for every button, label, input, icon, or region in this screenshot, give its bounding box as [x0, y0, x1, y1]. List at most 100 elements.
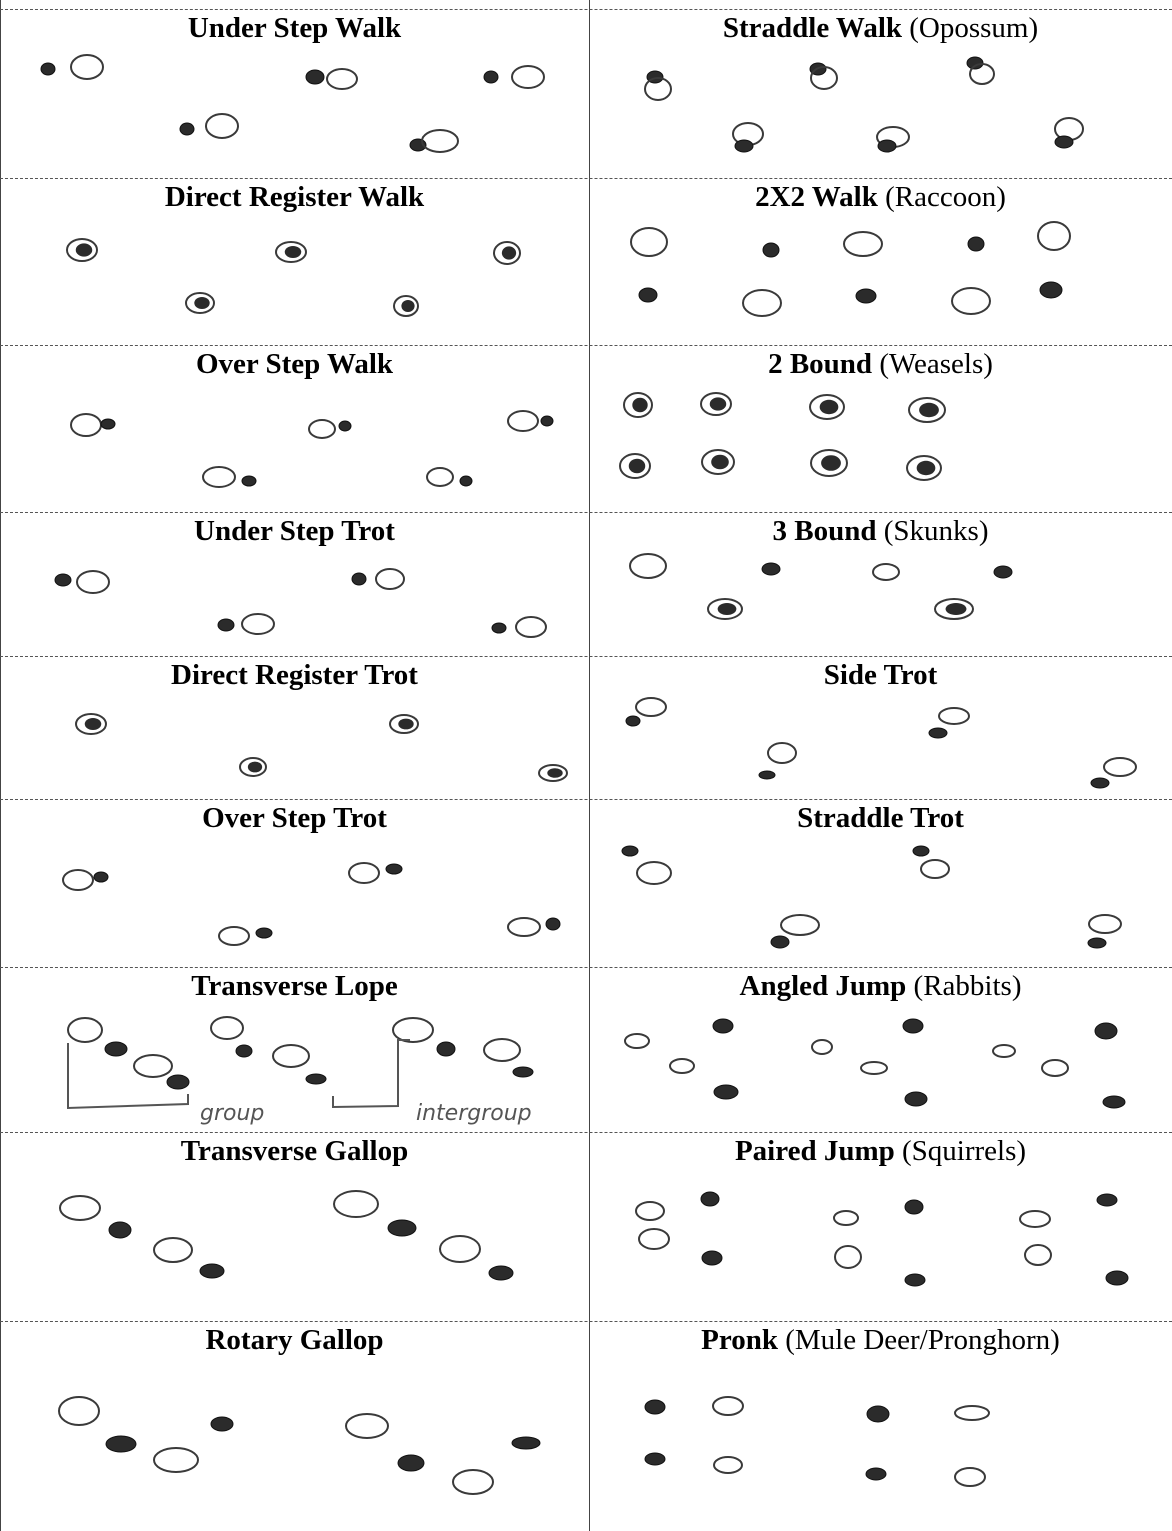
- hind-track: [349, 863, 379, 883]
- front-track: [180, 123, 194, 135]
- hind-track: [154, 1448, 198, 1472]
- front-track: [632, 398, 647, 412]
- front-track: [401, 300, 414, 312]
- hind-track: [861, 1062, 887, 1074]
- front-track: [167, 1075, 189, 1089]
- hind-track: [636, 1202, 664, 1220]
- front-track: [759, 771, 775, 779]
- front-track: [866, 1468, 886, 1480]
- front-track: [339, 421, 351, 431]
- front-track: [236, 1045, 252, 1057]
- hind-track: [440, 1236, 480, 1262]
- hind-track: [508, 411, 538, 431]
- hind-track: [508, 918, 540, 936]
- hind-track: [993, 1045, 1015, 1057]
- front-track: [492, 623, 506, 633]
- front-track: [437, 1042, 455, 1056]
- front-track: [905, 1274, 925, 1286]
- track-group: [622, 846, 1121, 948]
- front-track: [306, 1074, 326, 1084]
- track-group: [67, 239, 520, 316]
- front-track: [398, 719, 413, 730]
- front-track: [547, 768, 562, 778]
- front-track: [645, 1453, 665, 1465]
- front-track: [713, 1019, 733, 1033]
- hind-track: [327, 69, 357, 89]
- front-track: [242, 476, 256, 486]
- hind-track: [60, 1196, 100, 1220]
- front-track: [714, 1085, 738, 1099]
- front-track: [905, 1092, 927, 1106]
- hind-track: [334, 1191, 378, 1217]
- front-track: [1091, 778, 1109, 788]
- front-track: [194, 297, 209, 309]
- hind-track: [713, 1397, 743, 1415]
- front-track: [105, 1042, 127, 1056]
- front-track: [913, 846, 929, 856]
- front-track: [1106, 1271, 1128, 1285]
- hind-track: [743, 290, 781, 316]
- hind-track: [516, 617, 546, 637]
- track-group: [71, 411, 553, 487]
- front-track: [512, 1437, 540, 1449]
- front-track: [55, 574, 71, 586]
- front-track: [484, 71, 498, 83]
- front-track: [398, 1455, 424, 1471]
- group-label: group: [200, 1101, 264, 1126]
- front-track: [946, 603, 967, 615]
- track-group: [636, 1192, 1128, 1286]
- front-track: [1040, 282, 1062, 298]
- hind-track: [393, 1018, 433, 1042]
- track-group: [645, 1397, 989, 1486]
- front-track: [645, 1400, 665, 1414]
- front-track: [76, 243, 93, 256]
- hind-track: [834, 1211, 858, 1225]
- front-track: [821, 455, 841, 471]
- hind-track: [203, 467, 235, 487]
- front-track: [771, 936, 789, 948]
- hind-track: [346, 1414, 388, 1438]
- hind-track: [952, 288, 990, 314]
- front-track: [106, 1436, 136, 1452]
- front-track: [763, 243, 779, 257]
- hind-track: [781, 915, 819, 935]
- track-group: [626, 698, 1136, 788]
- hind-track: [637, 862, 671, 884]
- hind-track: [1104, 758, 1136, 776]
- front-track: [718, 603, 737, 615]
- front-track: [820, 400, 839, 414]
- hind-track: [427, 468, 453, 486]
- front-track: [762, 563, 780, 575]
- front-track: [622, 846, 638, 856]
- hind-track: [1042, 1060, 1068, 1076]
- hind-track: [154, 1238, 192, 1262]
- group-bracket: [68, 1043, 188, 1108]
- front-track: [306, 70, 324, 84]
- front-track: [352, 573, 366, 585]
- front-track: [200, 1264, 224, 1278]
- hind-track: [63, 870, 93, 890]
- hind-track: [484, 1039, 520, 1061]
- hind-track: [670, 1059, 694, 1073]
- hind-track: [242, 614, 274, 634]
- track-group: [68, 1017, 533, 1089]
- front-track: [905, 1200, 923, 1214]
- hind-track: [1020, 1211, 1050, 1227]
- front-track: [460, 476, 472, 486]
- front-track: [211, 1417, 233, 1431]
- front-track: [513, 1067, 533, 1077]
- track-group: [76, 714, 567, 781]
- front-track: [1097, 1194, 1117, 1206]
- front-track: [917, 461, 936, 475]
- front-track: [994, 566, 1012, 578]
- hind-track: [1089, 915, 1121, 933]
- front-track: [878, 140, 896, 152]
- front-track: [541, 416, 553, 426]
- hind-track: [273, 1045, 309, 1067]
- front-track: [386, 864, 402, 874]
- track-group: [41, 55, 544, 152]
- front-track: [867, 1406, 889, 1422]
- front-track: [639, 288, 657, 302]
